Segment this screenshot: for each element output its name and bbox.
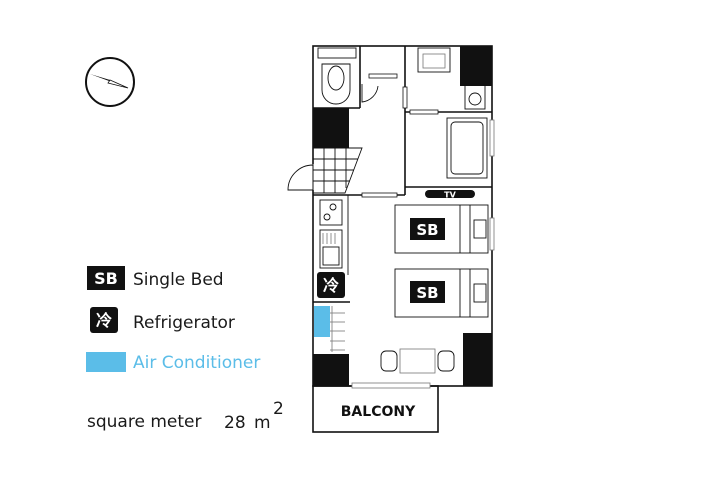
shelf-lines	[330, 306, 345, 352]
legend-single-bed-badge: SB	[94, 269, 118, 288]
legend-fridge-badge: 冷	[96, 311, 112, 330]
washing-machine-icon	[464, 83, 486, 110]
balcony-label: BALCONY	[341, 404, 416, 420]
refrigerator-label: 冷	[323, 276, 339, 295]
air-conditioner	[314, 306, 330, 337]
bed-1-label: SB	[416, 221, 438, 239]
legend-single-bed-label: Single Bed	[133, 270, 224, 290]
legend-fridge-label: Refrigerator	[133, 313, 235, 333]
area-superscript: 2	[273, 399, 284, 419]
refrigerator-icon	[317, 272, 345, 298]
bed-2-label: SB	[416, 284, 438, 302]
area-value: 28	[224, 413, 246, 433]
stove-icon	[319, 199, 343, 226]
compass-icon	[85, 57, 135, 107]
legend-ac-label: Air Conditioner	[133, 353, 260, 373]
area-unit: m	[254, 413, 271, 433]
single-bed-1	[394, 204, 489, 254]
legend-ac-swatch	[86, 352, 126, 372]
bathtub-icon	[446, 117, 488, 179]
entrance-tiles	[312, 147, 363, 194]
tv-label: TV	[444, 191, 456, 200]
balcony-window	[351, 382, 431, 389]
kitchen-sink-icon	[319, 229, 343, 269]
legend-single-bed-badge-icon	[87, 266, 125, 290]
dining-table	[380, 348, 455, 374]
tv-icon	[425, 190, 475, 198]
legend-fridge-badge-icon	[90, 307, 118, 333]
single-bed-2	[394, 268, 489, 318]
toilet-icon	[317, 47, 357, 105]
area-prefix: square meter	[87, 412, 201, 432]
legend: SB Single Bed 冷 Refrigerator Air Conditi…	[86, 266, 284, 433]
wash-basin-icon	[417, 47, 451, 73]
entrance-door	[287, 164, 314, 191]
